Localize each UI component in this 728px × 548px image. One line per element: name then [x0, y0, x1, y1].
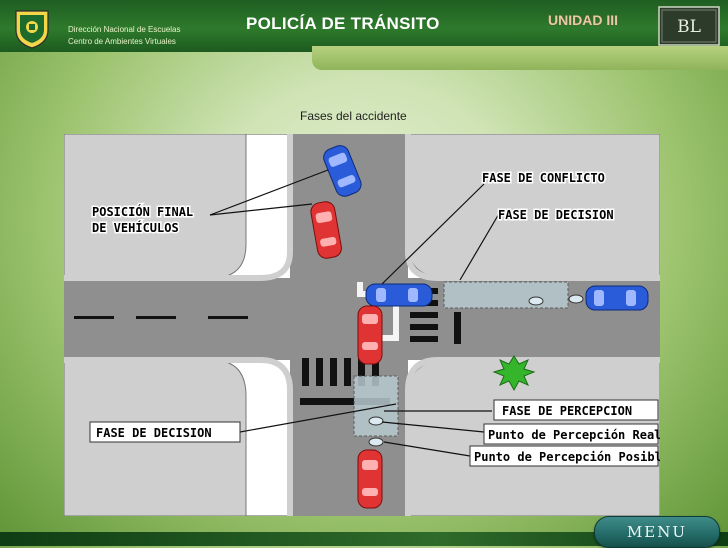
label-final-position-line2: DE VEHÍCULOS — [92, 220, 179, 235]
police-shield-logo-icon — [15, 10, 49, 49]
impact-point-icon — [492, 355, 536, 392]
org-name-line2: Centro de Ambientes Virtuales — [68, 37, 176, 46]
red-car-final-position — [310, 201, 342, 259]
red-car-conflict — [357, 305, 383, 365]
brand-logo-text: BL — [677, 17, 701, 37]
label-decision-phase-top: FASE DE DECISION — [498, 208, 614, 222]
menu-button[interactable]: MENU — [594, 516, 720, 548]
header-bar — [0, 0, 728, 52]
label-decision-phase-left: FASE DE DECISION — [96, 426, 212, 440]
red-car-approach — [357, 449, 383, 509]
org-name-line1: Dirección Nacional de Escuelas — [68, 25, 181, 34]
blue-car-approach — [585, 285, 649, 311]
crosswalk-bottom — [300, 358, 390, 405]
label-possible-perception-point: Punto de Percepción Posible — [474, 450, 660, 464]
label-perception-phase: FASE DE PERCEPCION — [502, 404, 632, 418]
label-final-position-line1: POSICIÓN FINAL — [92, 204, 193, 219]
blue-car-final-position — [323, 145, 362, 197]
page-title: POLICÍA DE TRÁNSITO — [246, 14, 440, 33]
header-accent-strip — [312, 46, 728, 70]
accident-phases-diagram: POSICIÓN FINAL DE VEHÍCULOS FASE DE CONF… — [64, 134, 660, 516]
slide-subtitle: Fases del accidente — [300, 109, 407, 123]
unit-label: UNIDAD III — [548, 12, 618, 28]
label-conflict-phase: FASE DE CONFLICTO — [482, 171, 605, 185]
brand-logo-icon: BL — [658, 6, 720, 46]
footer-band — [0, 532, 728, 546]
label-real-perception-point: Punto de Percepción Real — [488, 428, 660, 442]
blue-car-conflict — [365, 283, 433, 307]
